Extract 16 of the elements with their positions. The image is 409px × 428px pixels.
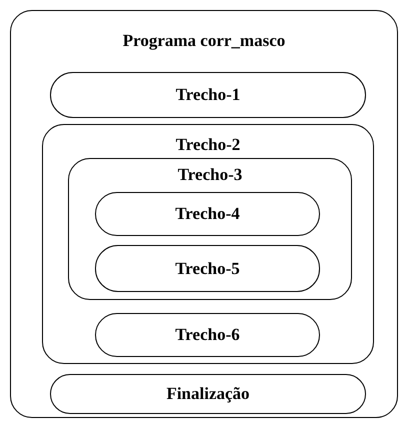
process-pill (95, 192, 320, 236)
process-pill (50, 72, 366, 118)
group-box (42, 124, 374, 364)
group-title: Trecho-3 (178, 165, 242, 185)
process-pill (50, 374, 366, 414)
node-label: Trecho-1 (176, 85, 240, 105)
group-box (10, 10, 398, 418)
process-pill (95, 313, 320, 357)
process-pill (95, 245, 320, 292)
node-label: Trecho-6 (175, 325, 240, 345)
node-label: Trecho-4 (175, 204, 240, 224)
group-title: Programa corr_masco (122, 31, 286, 51)
node-label: Finalização (166, 384, 250, 404)
group-title: Trecho-2 (176, 135, 240, 155)
group-box (68, 158, 352, 300)
node-label: Trecho-5 (175, 258, 240, 278)
